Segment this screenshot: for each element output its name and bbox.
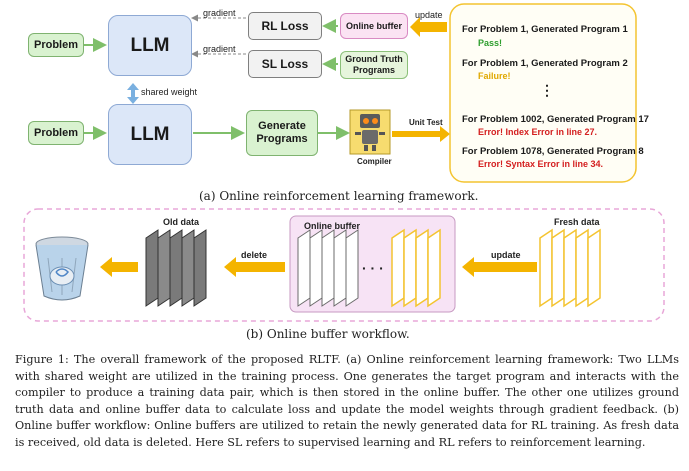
buffer-new-stack (391, 228, 441, 308)
results-ellipsis: ⋮ (540, 82, 554, 98)
llm-label: LLM (130, 123, 170, 145)
problem-box-top: Problem (28, 33, 84, 57)
online-buffer-label: Online buffer (346, 21, 402, 31)
problem-label: Problem (33, 127, 78, 139)
unit-test-label: Unit Test (409, 118, 443, 127)
shared-weight-label: shared weight (141, 87, 198, 97)
result-title-2: For Problem 1, Generated Program 2 (462, 58, 628, 69)
gradient-label-rl: gradient (203, 8, 236, 18)
old-data-stack (145, 229, 207, 307)
llm-box-bottom: LLM (108, 104, 192, 165)
results-panel (449, 3, 637, 183)
generate-programs-label: Generate Programs (256, 120, 308, 145)
rl-loss-label: RL Loss (261, 19, 309, 33)
arrow-update-top (410, 17, 447, 37)
buffer-workflow-container (23, 208, 665, 322)
arrow-unit-test (392, 126, 450, 142)
sl-loss-box: SL Loss (248, 50, 322, 78)
arrow-delete (224, 257, 285, 277)
update-label-top: update (415, 10, 443, 20)
result-status-3: Error! Index Error in line 27. (478, 127, 598, 137)
result-status-2: Failure! (478, 71, 511, 81)
arrow-update-bottom (462, 257, 537, 277)
delete-label: delete (241, 250, 268, 260)
old-data-label: Old data (163, 217, 200, 227)
problem-box-bottom: Problem (28, 121, 84, 145)
ground-truth-label: Ground Truth Programs (345, 54, 403, 75)
compiler-label: Compiler (357, 157, 392, 166)
llm-label: LLM (130, 34, 170, 56)
trash-bin-icon (35, 236, 89, 301)
figure-caption-text: Figure 1: The overall framework of the p… (15, 353, 679, 449)
online-buffer-title: Online buffer (304, 221, 360, 231)
result-status-4: Error! Syntax Error in line 34. (478, 159, 604, 169)
buffer-dots: · · · (362, 260, 384, 276)
gradient-label-sl: gradient (203, 44, 236, 54)
fresh-data-stack (539, 228, 601, 308)
generate-programs-box: Generate Programs (246, 110, 318, 156)
result-status-1: Pass! (478, 38, 503, 48)
caption-a: (a) Online reinforcement learning framew… (199, 189, 479, 203)
llm-box-top: LLM (108, 15, 192, 76)
online-buffer-node: Online buffer (340, 13, 408, 39)
caption-b: (b) Online buffer workflow. (246, 327, 410, 341)
shared-weight-arrow (127, 83, 139, 104)
fresh-data-label: Fresh data (554, 217, 600, 227)
buffer-old-stack (297, 229, 359, 307)
rl-loss-box: RL Loss (248, 12, 322, 40)
result-title-1: For Problem 1, Generated Program 1 (462, 24, 628, 35)
ground-truth-node: Ground Truth Programs (340, 51, 408, 79)
compiler-robot-icon (349, 109, 391, 155)
result-title-3: For Problem 1002, Generated Program 17 (462, 114, 649, 125)
update-label-bottom: update (491, 250, 521, 260)
problem-label: Problem (33, 39, 78, 51)
arrow-old-to-trash (100, 257, 138, 277)
sl-loss-label: SL Loss (261, 57, 309, 71)
result-title-4: For Problem 1078, Generated Program 8 (462, 146, 644, 157)
